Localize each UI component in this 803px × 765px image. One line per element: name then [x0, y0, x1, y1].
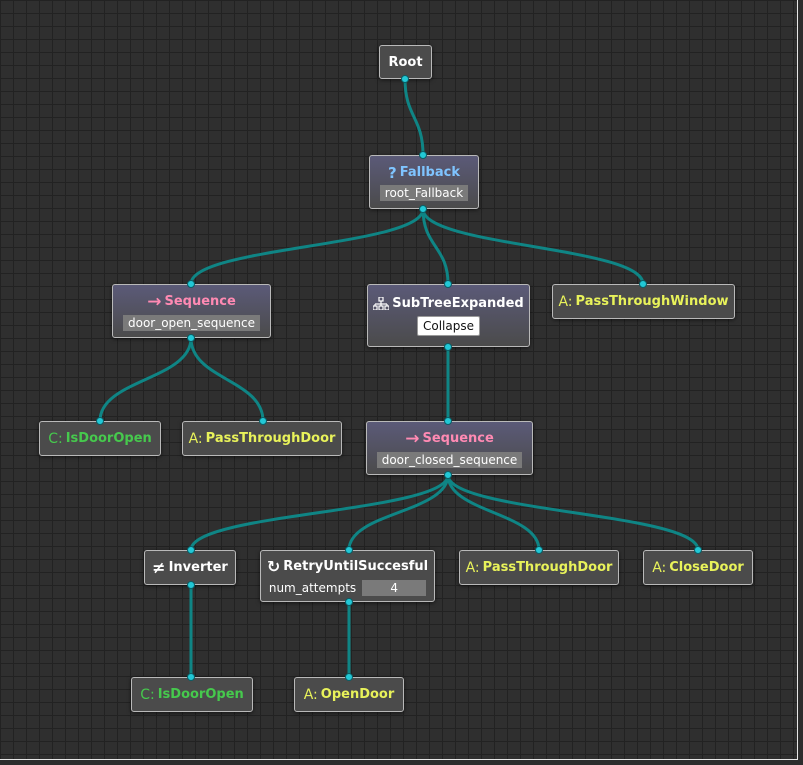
node-is-door-open-2[interactable]: C: IsDoorOpen [131, 677, 253, 712]
action-icon: A: [188, 430, 203, 447]
retry-icon: ↻ [266, 556, 281, 576]
node-sequence-closed[interactable]: → Sequence door_closed_sequence [366, 421, 533, 475]
connection-port[interactable] [187, 673, 195, 681]
node-fallback[interactable]: ? Fallback root_Fallback [369, 155, 479, 209]
node-pass-through-door-1-label: PassThroughDoor [205, 431, 336, 446]
action-icon: A: [303, 686, 318, 703]
connection-port[interactable] [535, 546, 543, 554]
action-icon: A: [652, 559, 667, 576]
arrow-right-icon: → [405, 428, 420, 449]
node-close-door[interactable]: A: CloseDoor [643, 550, 753, 585]
node-subtree[interactable]: SubTreeExpanded Collapse [367, 284, 530, 347]
connection-port[interactable] [96, 417, 104, 425]
connection-port[interactable] [187, 546, 195, 554]
connection-port[interactable] [639, 280, 647, 288]
connection-port[interactable] [345, 673, 353, 681]
node-fallback-name[interactable]: root_Fallback [379, 184, 469, 201]
edge-3 [421, 208, 645, 285]
edge-8 [347, 474, 450, 551]
not-equal-icon: ≠ [152, 558, 166, 577]
condition-icon: C: [140, 686, 155, 703]
node-root-label: Root [388, 54, 423, 70]
node-is-door-open-1[interactable]: C: IsDoorOpen [39, 421, 161, 456]
action-icon: A: [465, 559, 480, 576]
connection-port[interactable] [419, 205, 427, 213]
num-attempts-field[interactable]: 4 [362, 579, 427, 596]
edge-7 [189, 474, 450, 551]
node-retry[interactable]: ↻ RetryUntilSuccesful num_attempts 4 [260, 550, 435, 602]
node-is-door-open-1-label: IsDoorOpen [65, 431, 152, 446]
node-subtree-label: SubTreeExpanded [392, 295, 524, 311]
collapse-button[interactable]: Collapse [417, 315, 480, 336]
edge-5 [189, 337, 265, 422]
edge-2 [421, 208, 450, 285]
node-pass-through-door-2[interactable]: A: PassThroughDoor [459, 550, 619, 585]
num-attempts-label: num_attempts [268, 580, 357, 595]
node-retry-label: RetryUntilSuccesful [283, 558, 429, 574]
connection-port[interactable] [444, 417, 452, 425]
node-is-door-open-2-label: IsDoorOpen [157, 687, 244, 702]
node-pass-through-window[interactable]: A: PassThroughWindow [552, 284, 735, 319]
node-pass-through-door-1[interactable]: A: PassThroughDoor [182, 421, 342, 456]
node-fallback-label: Fallback [399, 165, 460, 180]
node-sequence-open[interactable]: → Sequence door_open_sequence [112, 284, 271, 338]
connection-port[interactable] [694, 546, 702, 554]
connection-port[interactable] [401, 75, 409, 83]
edge-4 [98, 337, 193, 422]
node-inverter-label: Inverter [168, 560, 228, 575]
connection-port[interactable] [259, 417, 267, 425]
node-root[interactable]: Root [379, 45, 432, 79]
edge-9 [446, 474, 541, 551]
arrow-right-icon: → [147, 291, 162, 312]
node-open-door-label: OpenDoor [320, 687, 395, 702]
node-inverter[interactable]: ≠ Inverter [144, 550, 236, 585]
connection-port[interactable] [444, 343, 452, 351]
node-open-door[interactable]: A: OpenDoor [294, 677, 404, 712]
edge-1 [189, 208, 425, 285]
edge-10 [446, 474, 700, 551]
connection-port[interactable] [444, 280, 452, 288]
node-sequence-open-name[interactable]: door_open_sequence [122, 314, 260, 331]
edge-0 [403, 78, 425, 156]
node-close-door-label: CloseDoor [669, 560, 744, 575]
node-pass-through-window-label: PassThroughWindow [575, 294, 729, 309]
connection-port[interactable] [187, 334, 195, 342]
node-sequence-closed-label: Sequence [422, 431, 494, 446]
node-sequence-open-label: Sequence [164, 294, 236, 309]
sitemap-icon [373, 296, 390, 310]
connection-port[interactable] [419, 151, 427, 159]
node-pass-through-door-2-label: PassThroughDoor [482, 560, 613, 575]
connection-port[interactable] [345, 598, 353, 606]
node-sequence-closed-name[interactable]: door_closed_sequence [376, 451, 523, 468]
connection-port[interactable] [444, 471, 452, 479]
connection-port[interactable] [345, 546, 353, 554]
condition-icon: C: [48, 430, 63, 447]
connection-port[interactable] [187, 581, 195, 589]
connection-port[interactable] [187, 280, 195, 288]
question-icon: ? [388, 163, 397, 182]
action-icon: A: [558, 293, 573, 310]
